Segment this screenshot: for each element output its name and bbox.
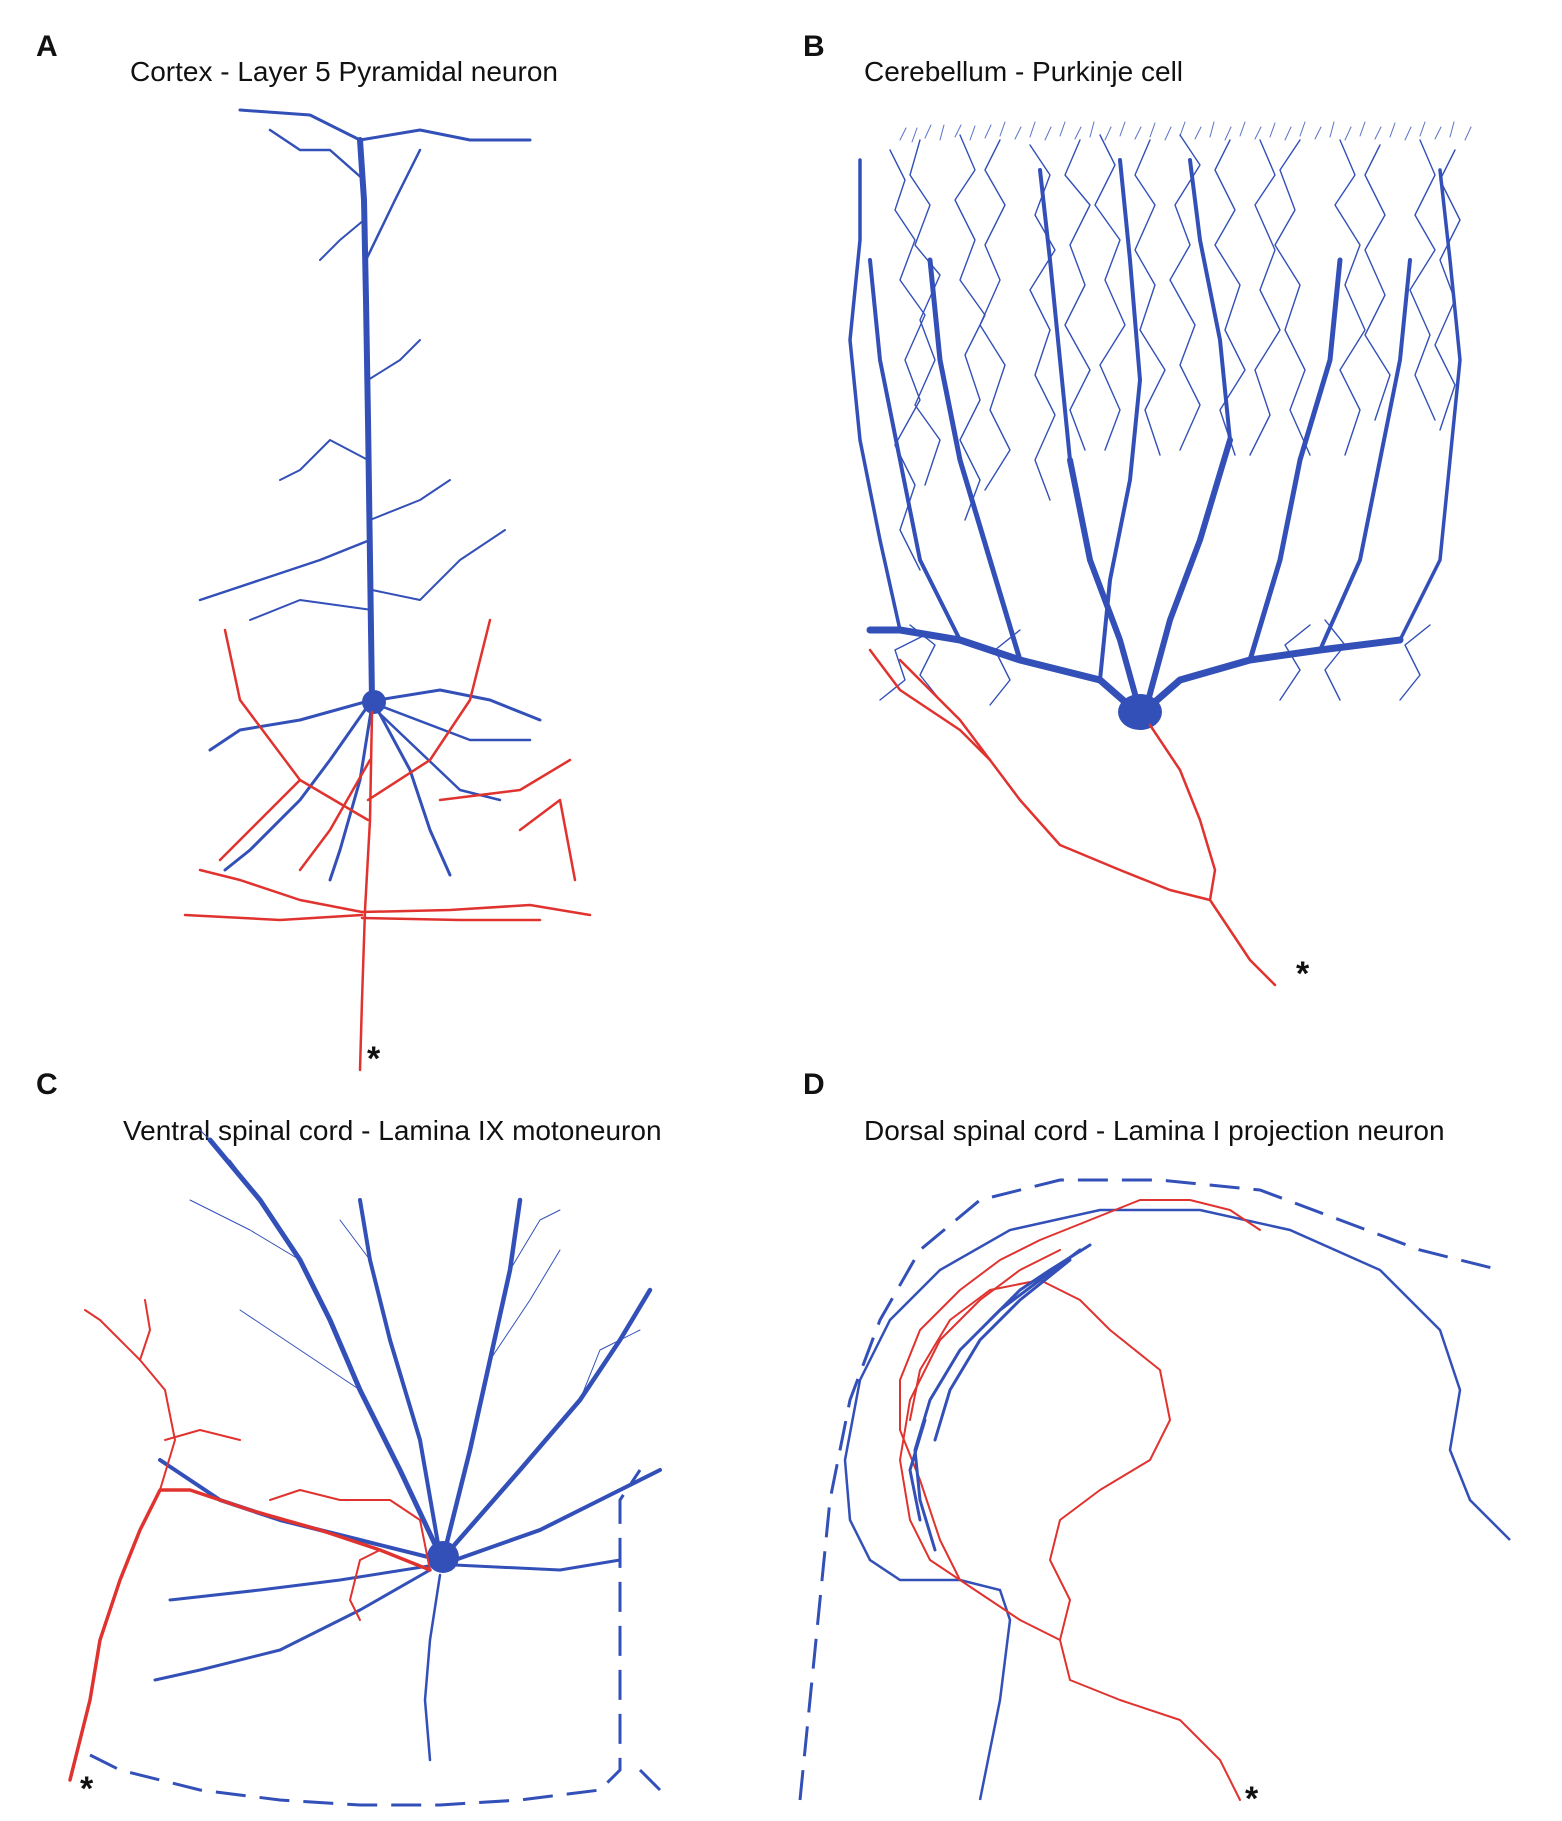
purkinje-cell-drawing: [848, 121, 1472, 987]
ventral-horn-outline: [89, 1469, 662, 1807]
panel-letter-c: C: [36, 1068, 58, 1101]
panel-letter-b: B: [803, 30, 825, 63]
axon-marker-a: *: [367, 1040, 381, 1078]
purkinje-dendritic-tree: [848, 158, 1462, 719]
pyramidal-neuron-drawing: [183, 108, 592, 1072]
projection-neuron-dendrites: [908, 1243, 1092, 1552]
panel-letter-a: A: [36, 30, 58, 63]
panel-title-d: Dorsal spinal cord - Lamina I projection…: [864, 1115, 1445, 1146]
dorsal-horn-outline: [798, 1178, 1511, 1801]
motoneuron-drawing: [68, 1129, 662, 1807]
motoneuron-axon: [68, 1299, 432, 1782]
axon-marker-c: *: [80, 1770, 94, 1808]
panel-title-a: Cortex - Layer 5 Pyramidal neuron: [130, 56, 558, 87]
axon-marker-d: *: [1245, 1780, 1259, 1818]
purkinje-axon: [868, 648, 1277, 987]
purkinje-top-fringe: [899, 121, 1472, 143]
pyramidal-dendrites: [198, 108, 542, 882]
panel-letter-d: D: [803, 1068, 825, 1101]
axon-marker-b: *: [1296, 955, 1310, 993]
pyramidal-axon: [183, 618, 592, 1072]
motoneuron-dendrites: [153, 1129, 662, 1762]
panel-title-b: Cerebellum - Purkinje cell: [864, 56, 1184, 87]
purkinje-fine-branches: [879, 134, 1461, 706]
projection-neuron-axon: [899, 1199, 1261, 1801]
